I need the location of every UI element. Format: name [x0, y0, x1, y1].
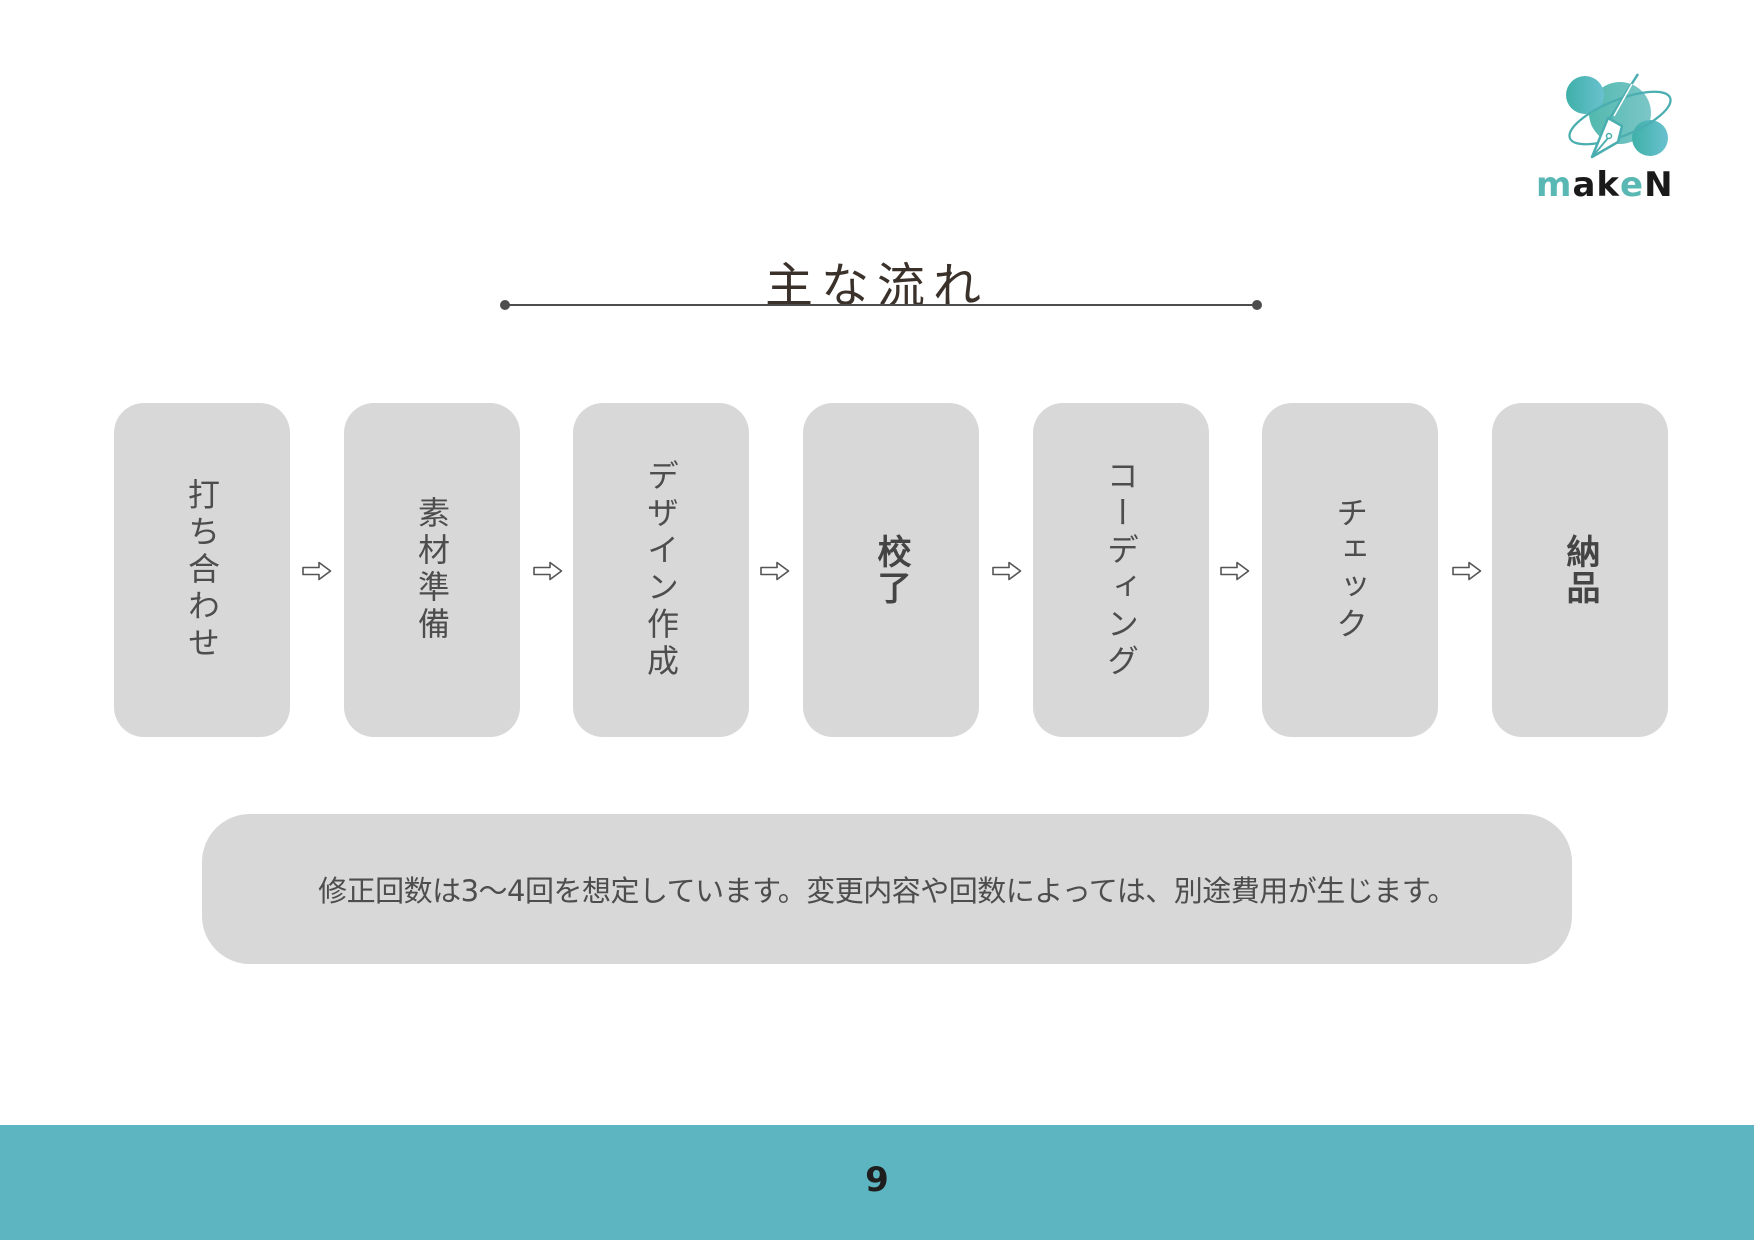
- page-title: 主な流れ: [764, 258, 989, 315]
- revision-note: 修正回数は3〜4回を想定しています。変更内容や回数によっては、別途費用が生じます…: [202, 814, 1572, 964]
- step-coding: コーディング: [1033, 403, 1209, 737]
- step-label: チェック: [1331, 496, 1369, 644]
- step-label: 素材準備: [413, 496, 451, 644]
- step-label: コーディング: [1102, 459, 1140, 681]
- step-label: 納品: [1560, 534, 1600, 606]
- step-proof-approval: 校了: [803, 403, 979, 737]
- footer-bar: 9: [0, 1125, 1754, 1240]
- wordmark-letter: e: [1620, 165, 1645, 205]
- underline-right-dot: [1252, 300, 1262, 310]
- wordmark-letter: a: [1572, 165, 1597, 205]
- brand-logo: makeN: [1530, 60, 1710, 210]
- step-label: 校了: [871, 534, 911, 606]
- wordmark-letter: m: [1536, 165, 1573, 205]
- outline-right-arrow-icon: [760, 561, 790, 581]
- process-flow: 打ち合わせ 素材準備 デザイン作成 校了 コーディング チェック 納品: [0, 403, 1754, 737]
- page-number: 9: [865, 1159, 889, 1200]
- step-label: デザイン作成: [642, 459, 680, 681]
- wordmark-letter: k: [1596, 165, 1621, 205]
- step-delivery: 納品: [1492, 403, 1668, 737]
- outline-right-arrow-icon: [1452, 561, 1482, 581]
- step-check: チェック: [1262, 403, 1438, 737]
- step-meeting: 打ち合わせ: [114, 403, 290, 737]
- brand-wordmark: makeN: [1536, 168, 1706, 202]
- step-design: デザイン作成: [573, 403, 749, 737]
- outline-right-arrow-icon: [533, 561, 563, 581]
- title-underline: [505, 304, 1257, 306]
- revision-note-text: 修正回数は3〜4回を想定しています。変更内容や回数によっては、別途費用が生じます…: [318, 874, 1456, 908]
- outline-right-arrow-icon: [1220, 561, 1250, 581]
- pen-nib-orbit-icon: [1566, 73, 1672, 159]
- outline-right-arrow-icon: [302, 561, 332, 581]
- underline-left-dot: [500, 300, 510, 310]
- step-material-prep: 素材準備: [344, 403, 520, 737]
- step-label: 打ち合わせ: [183, 477, 221, 663]
- outline-right-arrow-icon: [992, 561, 1022, 581]
- wordmark-letter: N: [1644, 165, 1674, 205]
